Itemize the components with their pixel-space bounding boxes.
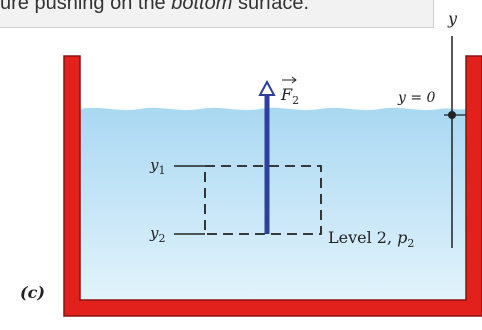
level2-label: Level 2, p2 xyxy=(328,228,414,250)
caption-before: ure pushing on the xyxy=(0,0,172,14)
force-label: F2 xyxy=(280,85,299,107)
force-vector-arrow-icon xyxy=(282,76,297,84)
caption-after: surface. xyxy=(232,0,310,14)
caption-text: ure pushing on the bottom surface. xyxy=(0,0,309,15)
y1-label: y1 xyxy=(149,156,165,177)
y-zero-label: y = 0 xyxy=(397,90,436,106)
caption-box: ure pushing on the bottom surface. xyxy=(0,0,434,28)
water-body xyxy=(80,106,466,300)
tank-wall xyxy=(63,55,482,317)
water-surface xyxy=(79,105,467,111)
caption-emphasis: bottom xyxy=(171,0,233,14)
y2-label: y2 xyxy=(149,224,165,245)
y-axis-label: y xyxy=(447,9,458,28)
fluid-element-outline xyxy=(204,165,322,235)
force-arrow-head xyxy=(258,79,276,96)
panel-label: (c) xyxy=(20,283,45,302)
